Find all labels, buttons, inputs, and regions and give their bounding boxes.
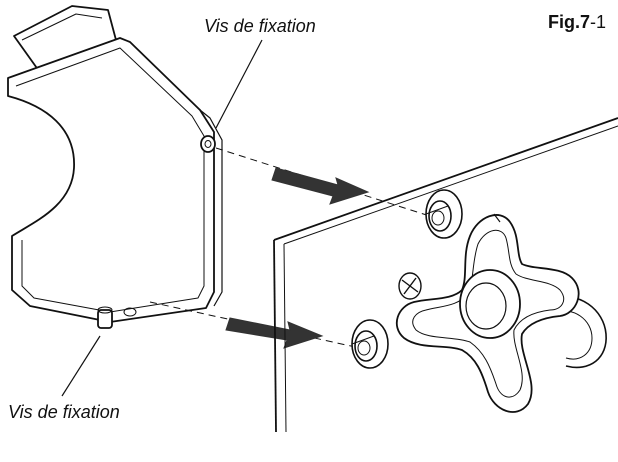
star-knob-icon [395, 213, 607, 413]
top-mounting-hole [425, 189, 463, 239]
bottom-screw-leader-line [61, 335, 101, 397]
top-guide-line [215, 147, 437, 219]
machine-panel [273, 117, 618, 433]
top-screw-leader-line [215, 39, 263, 129]
arrow-bottom-icon [225, 317, 324, 349]
bottom-screw-callout-label: Vis de fixation [8, 402, 120, 422]
bottom-mounting-hole [351, 319, 389, 369]
arrow-top-icon [271, 167, 370, 205]
phillips-screw-icon [398, 272, 422, 300]
figure-number: Fig.7-1 [548, 12, 606, 32]
side-cover-part [7, 5, 223, 329]
guide-lines [149, 147, 437, 349]
top-screw-callout-label: Vis de fixation [204, 16, 316, 36]
